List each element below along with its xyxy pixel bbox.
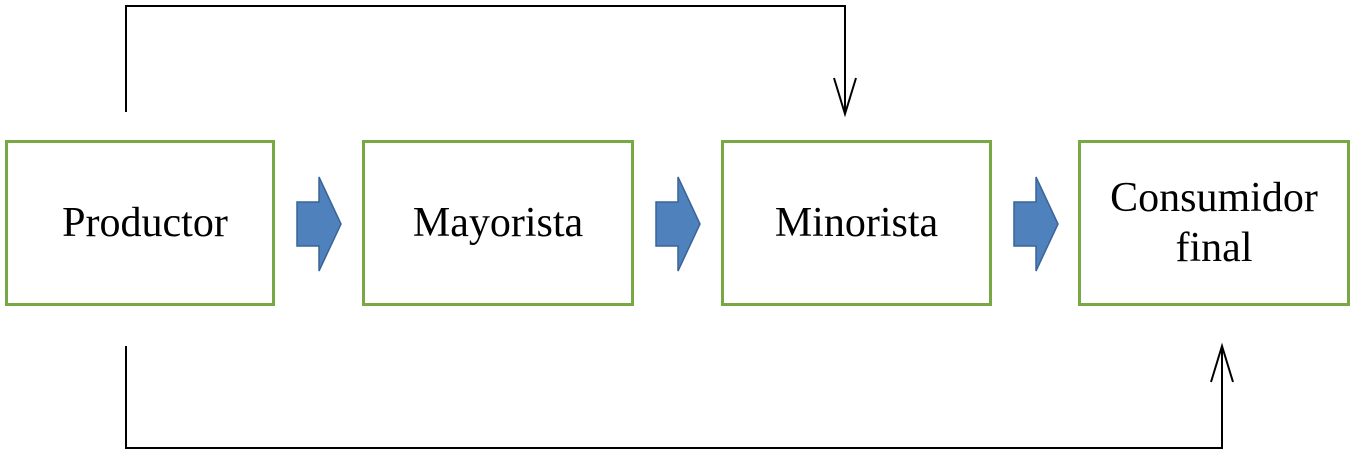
connector-line-top [125, 5, 846, 114]
block-arrow-productor-mayorista-icon [296, 176, 342, 272]
node-productor: Productor [5, 140, 275, 306]
connector-line-bottom [125, 346, 1223, 449]
node-label-minorista: Minorista [774, 200, 939, 246]
connector-productor-to-minorista [125, 5, 857, 118]
node-minorista: Minorista [721, 140, 992, 306]
block-arrow-mayorista-minorista-icon [655, 176, 701, 272]
arrowhead-up-icon [1210, 342, 1234, 383]
block-arrows [296, 176, 1059, 272]
node-label-productor: Productor [62, 200, 228, 246]
node-label-mayorista: Mayorista [412, 200, 584, 246]
connector-productor-to-consumidor [125, 342, 1234, 449]
arrowhead-down-icon [833, 77, 857, 118]
node-label-consumidor-final: Consumidor final [1110, 175, 1318, 271]
node-consumidor-final: Consumidor final [1078, 140, 1350, 306]
node-mayorista: Mayorista [362, 140, 634, 306]
block-arrow-minorista-consumidor-icon [1013, 176, 1059, 272]
